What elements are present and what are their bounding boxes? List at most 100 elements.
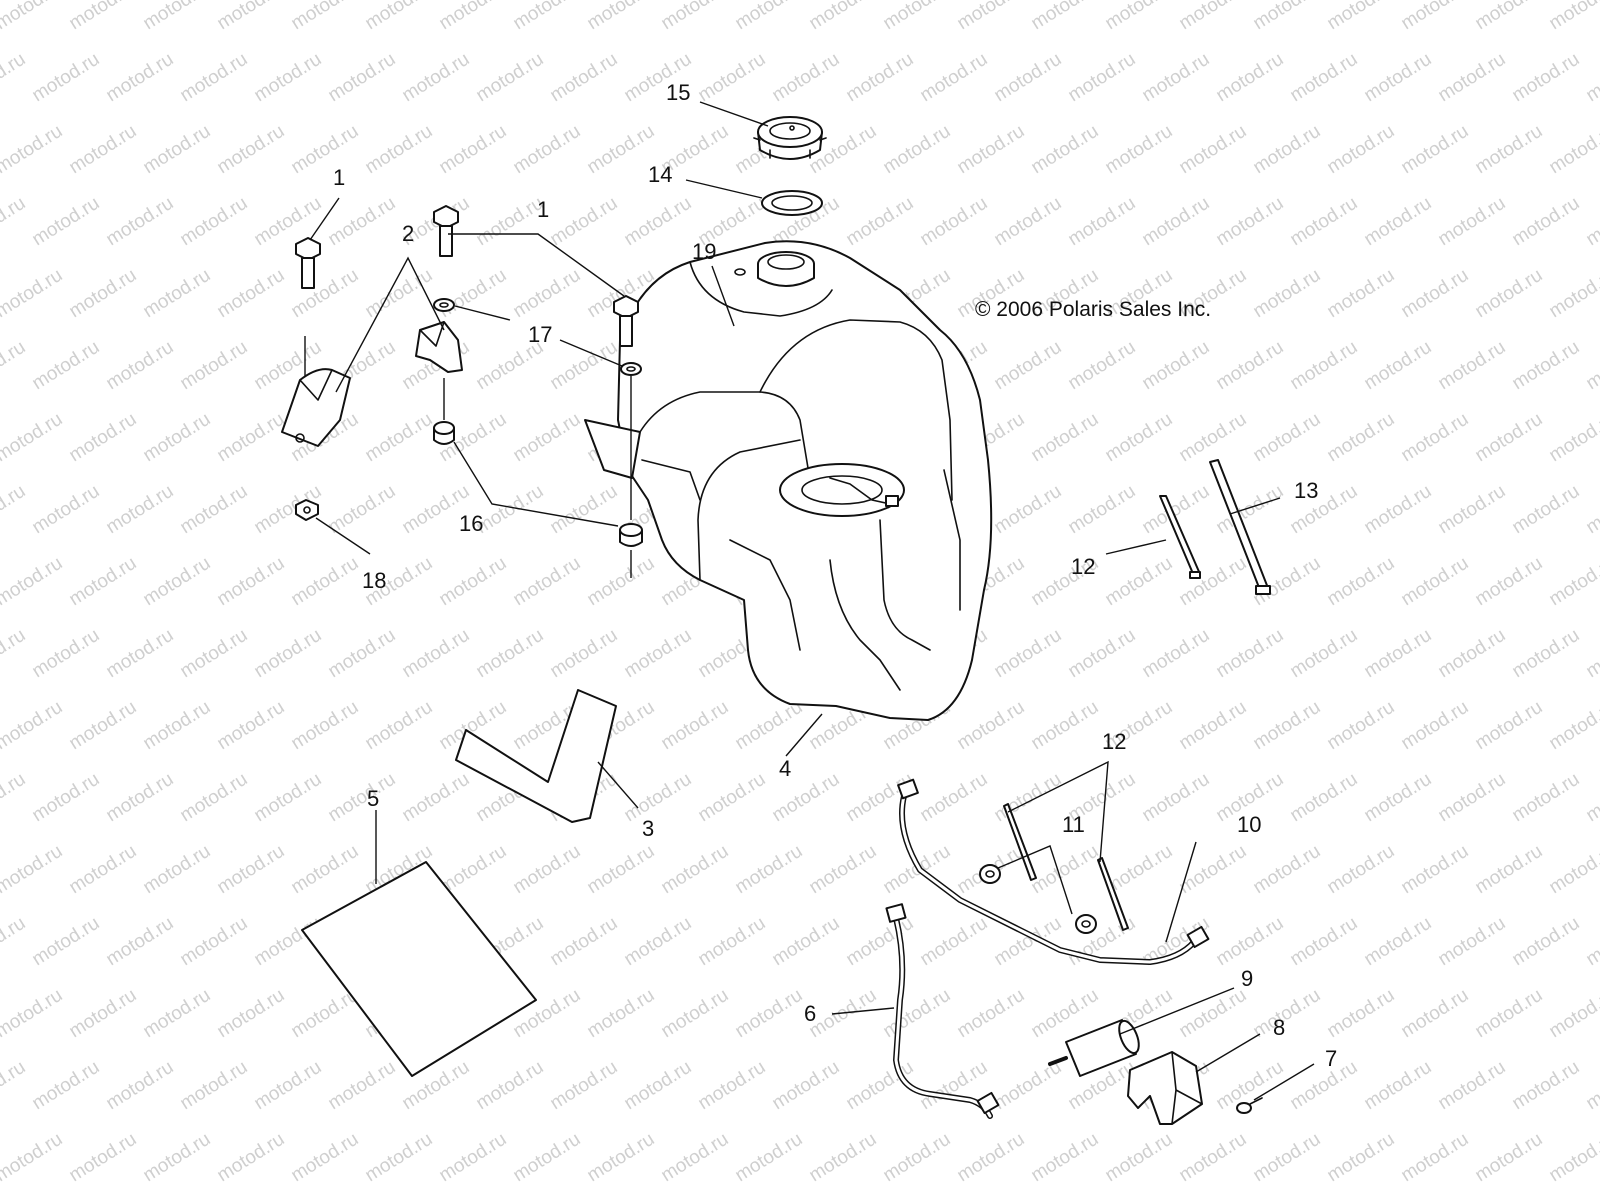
watermark-text: motod.ru — [0, 409, 66, 467]
watermark-text: motod.ru — [214, 841, 289, 899]
callout-10: 10 — [1237, 812, 1261, 837]
watermark-text: motod.ru — [66, 553, 141, 611]
grommet-b — [1075, 914, 1097, 934]
watermark-text: motod.ru — [1546, 0, 1600, 34]
callout-13: 13 — [1294, 478, 1318, 503]
watermark-text: motod.ru — [214, 0, 289, 34]
cable-tie-lower-a — [1003, 803, 1037, 881]
bracket-left — [281, 368, 351, 447]
watermark-text: motod.ru — [1287, 337, 1362, 395]
watermark-text: motod.ru — [1583, 625, 1600, 683]
watermark-text: motod.ru — [1028, 121, 1103, 179]
watermark-text: motod.ru — [1583, 769, 1600, 827]
watermark-text: motod.ru — [177, 193, 252, 251]
watermark-text: motod.ru — [1324, 553, 1399, 611]
watermark-text: motod.ru — [1102, 121, 1177, 179]
watermark-text: motod.ru — [140, 553, 215, 611]
watermark-text: motod.ru — [473, 1057, 548, 1115]
watermark-text: motod.ru — [436, 121, 511, 179]
watermark-text: motod.ru — [473, 625, 548, 683]
watermark-text: motod.ru — [177, 769, 252, 827]
watermark-text: motod.ru — [991, 1057, 1066, 1115]
watermark-text: motod.ru — [288, 841, 363, 899]
watermark-text: motod.ru — [1213, 625, 1288, 683]
watermark-text: motod.ru — [177, 625, 252, 683]
watermark-text: motod.ru — [177, 481, 252, 539]
bolt-right-lower — [613, 295, 639, 347]
watermark-text: motod.ru — [1287, 913, 1362, 971]
watermark-text: motod.ru — [0, 985, 66, 1043]
watermark-text: motod.ru — [991, 193, 1066, 251]
watermark-text: motod.ru — [325, 481, 400, 539]
watermark-text: motod.ru — [251, 1057, 326, 1115]
watermark-text: motod.ru — [140, 265, 215, 323]
watermark-text: motod.ru — [880, 985, 955, 1043]
watermark-text: motod.ru — [1398, 0, 1473, 34]
watermark-text: motod.ru — [1509, 337, 1584, 395]
watermark-text: motod.ru — [177, 1057, 252, 1115]
watermark-text: motod.ru — [547, 481, 622, 539]
watermark-text: motod.ru — [66, 409, 141, 467]
watermark-text: motod.ru — [1398, 985, 1473, 1043]
watermark-text: motod.ru — [1361, 769, 1436, 827]
watermark-text: motod.ru — [1139, 337, 1214, 395]
watermark-text: motod.ru — [1028, 0, 1103, 34]
watermark-text: motod.ru — [658, 0, 733, 34]
watermark-text: motod.ru — [584, 1129, 659, 1187]
watermark-text: motod.ru — [0, 625, 29, 683]
watermark-text: motod.ru — [473, 49, 548, 107]
callout-6: 6 — [804, 1001, 816, 1026]
watermark-text: motod.ru — [510, 0, 585, 34]
watermark-text: motod.ru — [140, 121, 215, 179]
mounting-screw — [1236, 1097, 1263, 1114]
spacer-right — [619, 523, 643, 578]
watermark-text: motod.ru — [325, 49, 400, 107]
washer-upper-right — [620, 362, 642, 520]
watermark-text: motod.ru — [1472, 409, 1547, 467]
watermark-text: motod.ru — [621, 769, 696, 827]
watermark-text: motod.ru — [1287, 193, 1362, 251]
watermark-text: motod.ru — [621, 913, 696, 971]
watermark-text: motod.ru — [288, 265, 363, 323]
watermark-text: motod.ru — [843, 49, 918, 107]
callout-16: 16 — [459, 511, 483, 536]
watermark-text: motod.ru — [843, 913, 918, 971]
watermark-text: motod.ru — [29, 481, 104, 539]
watermark-text: motod.ru — [658, 1129, 733, 1187]
watermark-text: motod.ru — [695, 769, 770, 827]
watermark-text: motod.ru — [1213, 913, 1288, 971]
watermark-text: motod.ru — [1250, 1129, 1325, 1187]
watermark-text: motod.ru — [806, 841, 881, 899]
watermark-text: motod.ru — [1509, 913, 1584, 971]
watermark-text: motod.ru — [103, 1057, 178, 1115]
watermark-text: motod.ru — [1472, 553, 1547, 611]
watermark-text: motod.ru — [0, 337, 29, 395]
watermark-text: motod.ru — [1546, 553, 1600, 611]
watermark-text: motod.ru — [251, 625, 326, 683]
watermark-text: motod.ru — [917, 769, 992, 827]
watermark-text: motod.ru — [288, 697, 363, 755]
watermark-text: motod.ru — [140, 1129, 215, 1187]
watermark-text: motod.ru — [1102, 553, 1177, 611]
watermark-text: motod.ru — [1509, 193, 1584, 251]
watermark-text: motod.ru — [1250, 985, 1325, 1043]
callout-8: 8 — [1273, 1015, 1285, 1040]
watermark-text: motod.ru — [1065, 481, 1140, 539]
watermark-text: motod.ru — [954, 697, 1029, 755]
watermark-text: motod.ru — [66, 1129, 141, 1187]
watermark-text: motod.ru — [510, 1129, 585, 1187]
watermark-text: motod.ru — [1472, 985, 1547, 1043]
watermark-text: motod.ru — [436, 553, 511, 611]
watermark-text: motod.ru — [362, 121, 437, 179]
watermark-text: motod.ru — [1583, 337, 1600, 395]
watermark-text: motod.ru — [584, 841, 659, 899]
watermark-text: motod.ru — [0, 1129, 66, 1187]
watermark-text: motod.ru — [991, 49, 1066, 107]
heat-shield-sheet — [301, 861, 537, 1077]
watermark-text: motod.ru — [1324, 985, 1399, 1043]
watermark-text: motod.ru — [0, 553, 66, 611]
watermark-text: motod.ru — [1583, 49, 1600, 107]
leader-lines — [309, 101, 1315, 1101]
watermark-text: motod.ru — [1176, 697, 1251, 755]
callout-12-lower: 12 — [1102, 729, 1126, 754]
